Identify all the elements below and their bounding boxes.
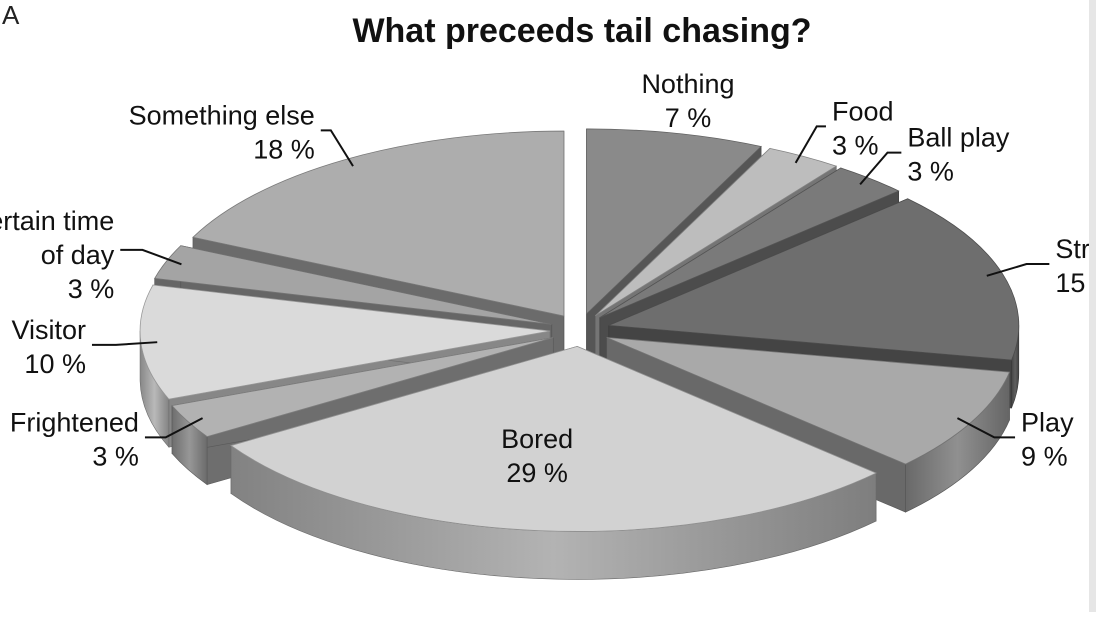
slice-tops-layer	[139, 128, 1020, 532]
slice-label-ball-play: Ball play 3 %	[907, 123, 1010, 187]
pie-slice-nothing	[586, 128, 762, 315]
leader-line-frightened	[144, 417, 204, 439]
pie-slice-bored	[230, 346, 878, 532]
slice-value-something-else: 18 %	[253, 134, 315, 164]
slice-category-frightened: Frightened	[10, 407, 139, 437]
leader-line-something-else	[320, 129, 354, 167]
slice-label-food: Food 3 %	[832, 96, 894, 160]
slice-value-play: 9 %	[1021, 441, 1068, 471]
slice-value-ball-play: 3 %	[907, 157, 954, 187]
slice-label-bored: Bored 29 %	[501, 424, 573, 488]
slice-value-nothing: 7 %	[665, 103, 712, 133]
slice-category-nothing: Nothing	[641, 69, 734, 99]
pie-slice-ball-play	[599, 167, 900, 318]
slice-value-certain-time-of-day: 3 %	[68, 274, 115, 304]
slice-label-certain-time-of-day: Certain time of day 3 %	[0, 206, 115, 304]
pie-slice-play	[606, 337, 1011, 465]
panel-letter: A	[2, 0, 20, 30]
slice-value-visitor: 10 %	[24, 349, 86, 379]
slice-category-play: Play	[1021, 407, 1074, 437]
slice-category-bored: Bored	[501, 424, 573, 454]
pie-slice-stress	[608, 198, 1020, 361]
slice-category-ball-play: Ball play	[907, 123, 1010, 153]
slice-label-nothing: Nothing 7 %	[641, 69, 734, 133]
pie-slice-certain-time-of-day	[154, 245, 552, 325]
leader-line-stress	[986, 263, 1050, 277]
pie-slice-food	[594, 147, 838, 317]
slice-category-certain-time-of-day: of day	[41, 240, 115, 270]
chart-title: What preceeds tail chasing?	[352, 12, 811, 50]
leader-lines-layer	[91, 125, 1050, 439]
slice-value-food: 3 %	[832, 130, 879, 160]
slice-value-bored: 29 %	[506, 458, 568, 488]
slice-category-food: Food	[832, 96, 894, 126]
slice-category-visitor: Visitor	[11, 315, 86, 345]
leader-line-play	[956, 417, 1016, 439]
slice-label-frightened: Frightened 3 %	[10, 407, 139, 471]
edge-strip	[1089, 0, 1096, 612]
slice-category-certain-time-of-day: Certain time	[0, 206, 114, 236]
slice-label-something-else: Something else 18 %	[129, 100, 315, 164]
pie-slice-something-else	[192, 130, 565, 317]
leader-line-food	[794, 125, 826, 164]
leader-line-certain-time-of-day	[120, 248, 182, 266]
leader-line-visitor	[91, 341, 158, 346]
slice-category-something-else: Something else	[129, 100, 315, 130]
slice-label-visitor: Visitor 10 %	[11, 315, 86, 379]
slice-value-frightened: 3 %	[92, 441, 139, 471]
pie-slice-frightened	[171, 337, 554, 438]
leader-line-ball-play	[859, 151, 902, 186]
slice-label-play: Play 9 %	[1021, 407, 1074, 471]
